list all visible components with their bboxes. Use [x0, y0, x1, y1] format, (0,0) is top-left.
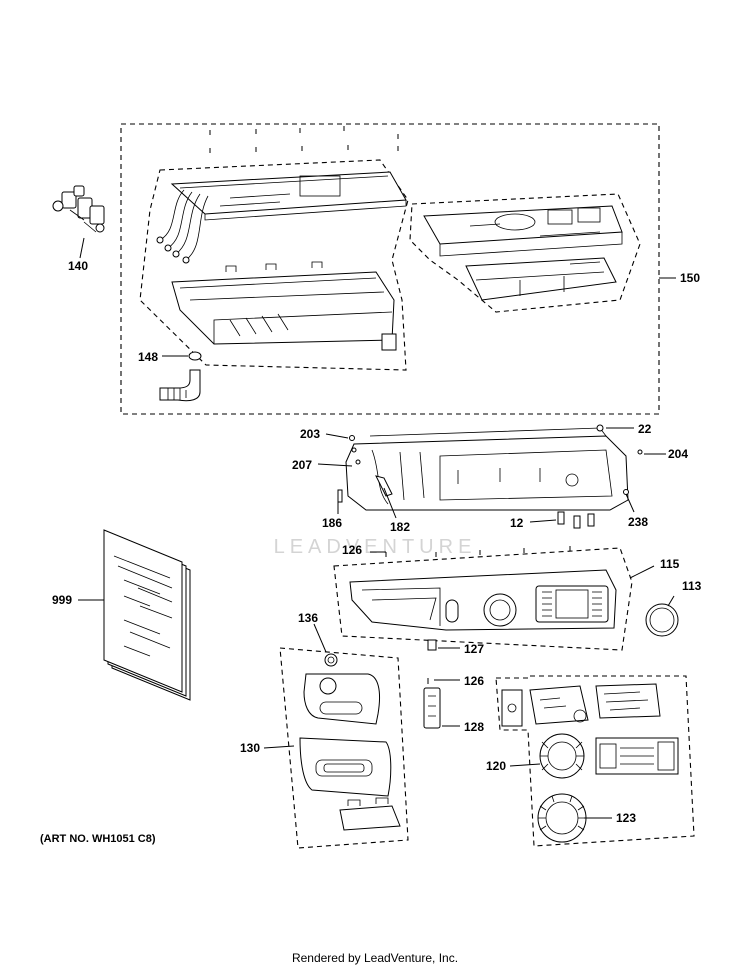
leader-238: [625, 493, 635, 513]
power-board: [595, 737, 679, 775]
knob-113: [645, 603, 679, 637]
callout-126-bottom: 126: [464, 674, 484, 688]
assembly-outline-120: [495, 675, 695, 847]
detergent-tray: [465, 257, 617, 301]
callout-207: 207: [292, 458, 312, 472]
leader-136: [313, 623, 327, 653]
board-ui: [529, 685, 589, 725]
callout-130: 130: [240, 741, 260, 755]
leader-140: [79, 237, 85, 259]
assembly-outline-115: [333, 547, 633, 651]
art-number: (ART NO. WH1051 C8): [40, 833, 156, 845]
callout-120: 120: [486, 759, 506, 773]
assembly-outline-130: [279, 647, 409, 849]
callout-204: 204: [668, 447, 688, 461]
door-front-130: [303, 673, 381, 725]
callout-150: 150: [680, 271, 700, 285]
leader-130: [263, 745, 295, 749]
hose-and-clamp: [159, 351, 202, 402]
ring-board: [539, 733, 585, 779]
callout-182: 182: [390, 520, 410, 534]
callout-12: 12: [510, 516, 524, 530]
footer-credit: Rendered by LeadVenture, Inc.: [291, 951, 459, 965]
board-small: [501, 689, 523, 727]
callout-127: 127: [464, 642, 484, 656]
owners-manual-999: [103, 529, 191, 701]
dispenser-housing: [171, 261, 397, 351]
clip-127: [427, 639, 437, 651]
callout-115: 115: [660, 557, 680, 571]
callout-999: 999: [52, 593, 72, 607]
callout-203: 203: [300, 427, 320, 441]
leader-207: [317, 463, 353, 467]
dispenser-drawer: [423, 205, 623, 257]
callout-113: 113: [682, 579, 702, 593]
screw-row-top: [209, 126, 399, 153]
leader-203: [325, 433, 349, 439]
callout-123: 123: [616, 811, 636, 825]
door-inner-130: [299, 737, 392, 797]
callout-186: 186: [322, 516, 342, 530]
callout-148: 148: [138, 350, 158, 364]
control-panel-fascia: [349, 569, 617, 631]
callout-238: 238: [628, 515, 648, 529]
dial-board-123: [537, 793, 587, 843]
callout-140: 140: [68, 259, 88, 273]
button-136: [324, 653, 338, 667]
dispenser-cover: [170, 171, 407, 221]
callout-126-top: 126: [342, 543, 362, 557]
callout-128: 128: [464, 720, 484, 734]
door-hinge-130: [339, 797, 401, 831]
watermark-text: LEADVENTURE: [274, 536, 477, 558]
callout-22: 22: [638, 422, 652, 436]
sub-outline-right: [409, 193, 641, 313]
hardware-small-parts: [337, 424, 643, 529]
hose-bundle: [156, 189, 209, 264]
callout-136: 136: [298, 611, 318, 625]
leader-182: [383, 487, 397, 519]
board-main: [595, 683, 661, 719]
leader-113: [667, 595, 675, 607]
water-valve: [52, 185, 105, 233]
leader-120: [509, 763, 541, 767]
control-panel-frame: [345, 427, 629, 511]
leader-115: [629, 565, 655, 579]
screw-row-115: [385, 546, 571, 557]
switch-128: [423, 678, 441, 729]
leader-12: [529, 519, 557, 523]
